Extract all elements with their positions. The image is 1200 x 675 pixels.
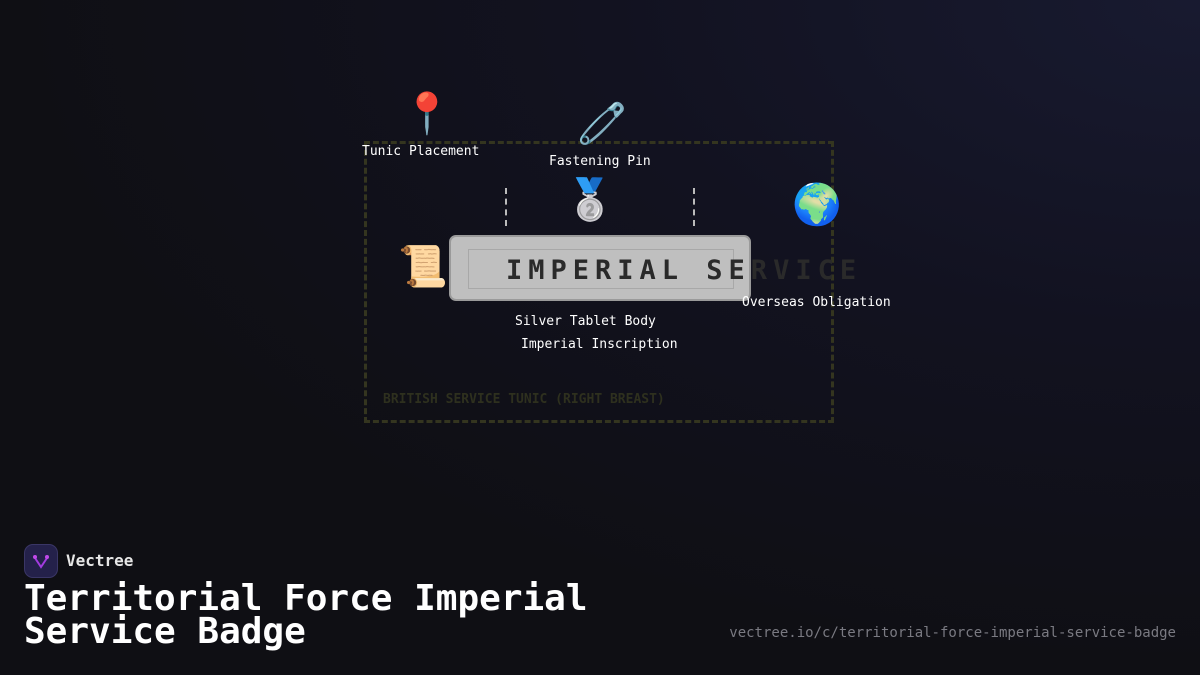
logo-icon (33, 555, 49, 569)
safety-pin-icon: 🧷 (577, 101, 627, 147)
label-overseas-obligation: Overseas Obligation (742, 295, 891, 310)
page-title: Territorial Force Imperial Service Badge (24, 578, 588, 652)
pushpin-icon: 📍 (402, 91, 452, 137)
label-silver-tablet-body: Silver Tablet Body (515, 314, 656, 329)
globe-icon: 🌍 (792, 182, 842, 228)
inscription-text: IMPERIAL SERVICE (506, 255, 863, 286)
label-fastening-pin: Fastening Pin (549, 154, 651, 169)
vectree-logo (24, 544, 58, 578)
tunic-frame (364, 141, 834, 423)
brand-name: Vectree (66, 551, 134, 570)
label-imperial-inscription: Imperial Inscription (521, 337, 678, 352)
source-url: vectree.io/c/territorial-force-imperial-… (729, 625, 1176, 641)
medal-icon: 🥈 (565, 177, 615, 223)
label-tunic-placement: Tunic Placement (362, 144, 480, 159)
connector-line (505, 188, 507, 226)
connector-line (693, 188, 695, 226)
scroll-icon: 📜 (398, 244, 448, 290)
frame-label: BRITISH SERVICE TUNIC (RIGHT BREAST) (383, 392, 665, 407)
silver-tablet (449, 235, 751, 301)
tablet-border (468, 249, 734, 289)
